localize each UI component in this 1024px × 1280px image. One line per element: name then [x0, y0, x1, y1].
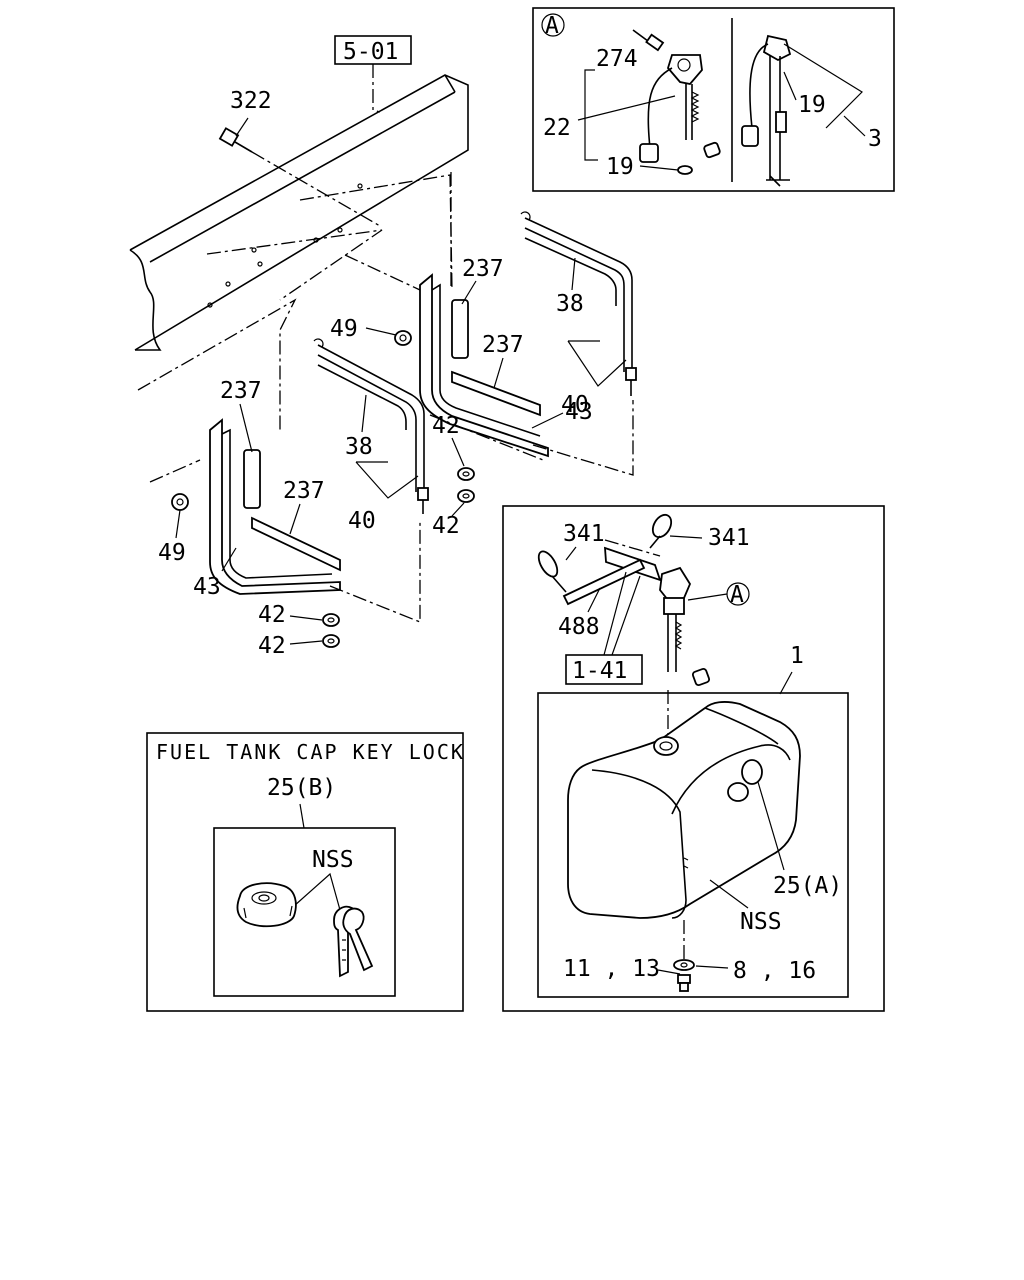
nut-42-d-icon	[322, 634, 340, 648]
label-3: 3	[868, 126, 882, 152]
clip-341-right-icon	[649, 513, 673, 549]
detail-a-callout: A	[545, 13, 559, 39]
label-38-lower: 38	[345, 434, 373, 460]
keys-icon	[333, 905, 374, 978]
label-49-upper: 49	[330, 316, 358, 342]
frame-rail	[129, 74, 469, 351]
label-19-left: 19	[606, 154, 634, 180]
fuel-sender-unit-icon	[639, 54, 721, 175]
drain-plug-11-13-icon	[677, 974, 691, 992]
rubber-pad-237-upper	[451, 299, 469, 359]
label-42-a: 42	[432, 413, 460, 439]
bracket-reference: 1-41	[572, 658, 627, 684]
fuel-cap-icon	[236, 882, 297, 928]
detail-a-callout-circle	[541, 13, 565, 37]
label-237-a: 237	[462, 256, 504, 282]
fuel-gauge-sender-icon	[741, 34, 792, 187]
label-43-upper: 43	[565, 399, 593, 425]
label-11-13: 11 , 13	[563, 956, 660, 982]
rubber-pad-237-lower	[243, 449, 261, 509]
label-40-lower: 40	[348, 508, 376, 534]
label-nss-tank: NSS	[740, 909, 782, 935]
lower-bracket-assembly	[209, 338, 429, 595]
tank-callout-a: A	[730, 582, 744, 608]
label-341-left: 341	[563, 521, 605, 547]
label-341-right: 341	[708, 525, 750, 551]
label-19-right: 19	[798, 92, 826, 118]
label-237-c: 237	[220, 378, 262, 404]
hose-488-icon	[562, 558, 646, 606]
bolt-322-icon	[218, 127, 253, 153]
label-42-c: 42	[258, 602, 286, 628]
tank-sender-unit-icon	[659, 566, 711, 687]
label-43-lower: 43	[193, 574, 221, 600]
label-40-upper: 40	[561, 392, 589, 418]
label-274: 274	[596, 46, 638, 72]
label-42-b: 42	[432, 513, 460, 539]
clip-341-left-icon	[537, 550, 567, 593]
label-38-upper: 38	[556, 291, 584, 317]
label-25b: 25(B)	[267, 775, 336, 801]
label-42-d: 42	[258, 633, 286, 659]
tank-assembly-panel: 341 341 488 1-41 A	[502, 505, 885, 1012]
label-237-d: 237	[283, 478, 325, 504]
upper-bracket-assembly	[419, 211, 637, 458]
label-1: 1	[790, 643, 804, 669]
label-nss-key: NSS	[312, 847, 354, 873]
rubber-strip-237-upper	[451, 370, 541, 417]
label-22: 22	[543, 115, 571, 141]
label-49-lower: 49	[158, 540, 186, 566]
key-lock-panel: FUEL TANK CAP KEY LOCK 25(B) NSS	[146, 732, 465, 1012]
fuel-tank-icon	[567, 701, 801, 919]
rubber-strip-237-lower	[251, 516, 341, 572]
label-488: 488	[558, 614, 600, 640]
label-25a: 25(A)	[773, 873, 842, 899]
key-lock-title: FUEL TANK CAP KEY LOCK	[156, 740, 465, 764]
nut-49-lower-icon	[171, 493, 189, 511]
nut-42-a-icon	[457, 467, 475, 481]
nut-42-c-icon	[322, 613, 340, 627]
frame-reference: 5-01	[343, 39, 398, 65]
label-8-16: 8 , 16	[733, 958, 816, 984]
nut-42-b-icon	[457, 489, 475, 503]
bolt-274-icon	[632, 29, 665, 52]
label-237-b: 237	[482, 332, 524, 358]
detail-a-panel: A 274 22 19	[532, 7, 895, 192]
nut-49-upper-icon	[394, 330, 412, 346]
washer-8-16-icon	[673, 959, 695, 971]
label-322: 322	[230, 88, 272, 114]
